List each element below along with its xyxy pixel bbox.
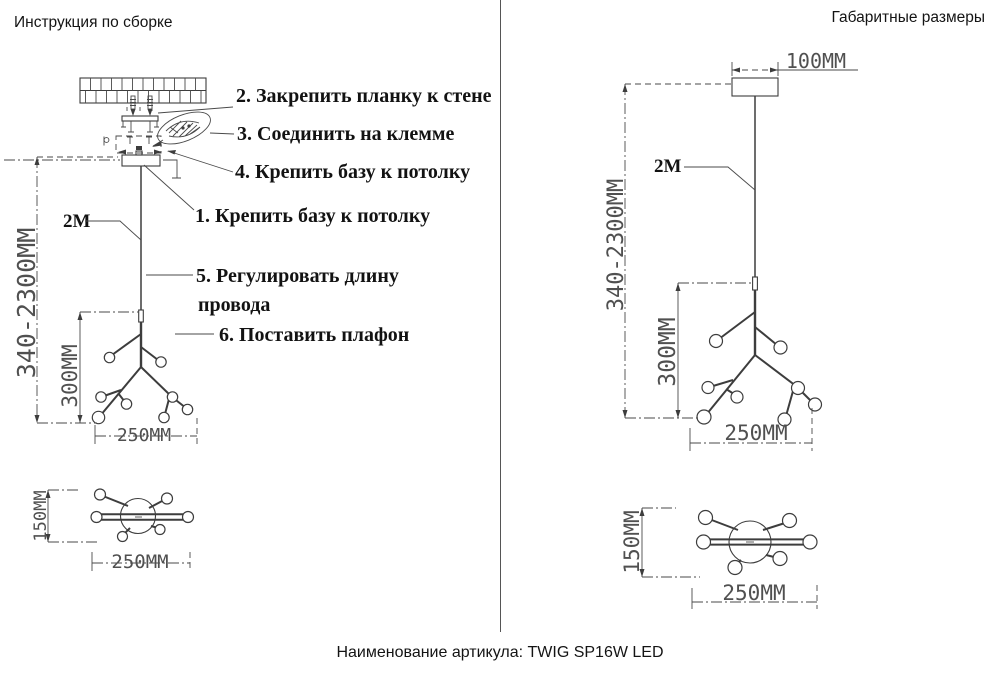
dimension-width-right: 250MM [689, 408, 813, 451]
step-5-label-line2: провода [198, 294, 270, 316]
dimensions-diagram: 100MM 2M [604, 49, 858, 609]
dimension-drop-right: 340-2300MM [604, 83, 731, 419]
dim-top-width-right: 250MM [722, 581, 785, 605]
step-labels: 2. Закрепить планку к стене 3. Соединить… [195, 85, 492, 346]
dim-drop-right: 340-2300MM [604, 179, 629, 311]
chandelier-side-view [91, 333, 194, 425]
terminal-block-sketch [152, 111, 211, 147]
cord-label-left: 2M [63, 211, 91, 232]
cord-length-left: 2M [63, 211, 142, 241]
dim-width-right: 250MM [724, 421, 787, 445]
dimension-top-width-right: 250MM [691, 581, 818, 609]
dim-canopy-right: 100MM [786, 49, 846, 73]
top-view-right [695, 509, 818, 576]
suspension-rod [138, 166, 144, 367]
dim-top-height-right: 150MM [620, 510, 644, 573]
step-2-label: 2. Закрепить планку к стене [236, 85, 492, 107]
step-6-label: 6. Поставить плафон [219, 324, 409, 346]
cord-length-right: 2M [654, 156, 756, 191]
step-3-label: 3. Соединить на клемме [237, 123, 455, 145]
dim-body-right: 300MM [655, 317, 681, 386]
step-leaders [143, 106, 235, 335]
dimension-top-width-left: 250MM [91, 551, 191, 573]
ceiling-base [103, 135, 162, 155]
dim-top-width-left: 250MM [111, 551, 168, 573]
dim-drop-left: 340-2300MM [12, 228, 41, 379]
suspension-rod-right [752, 96, 758, 355]
dimension-body-left: 300MM [58, 311, 139, 423]
article-caption: Наименование артикула: TWIG SP16W LED [336, 644, 664, 661]
step-1-label: 1. Крепить базу к потолку [195, 205, 430, 227]
brick-wall [79, 77, 207, 104]
assembly-diagram: 340-2300MM 300MM 250MM 2M [4, 77, 492, 573]
dim-top-height-left: 150MM [31, 490, 51, 541]
dim-width-left: 250MM [117, 425, 171, 446]
dimension-body-right: 300MM [655, 282, 752, 418]
canopy-right: 100MM [731, 49, 858, 97]
dim-body-left: 300MM [58, 344, 82, 407]
mounting-strap [121, 107, 159, 133]
cord-label-right: 2M [654, 156, 682, 177]
dimension-top-height-right: 150MM [620, 507, 700, 578]
left-panel-title: Инструкция по сборке [14, 14, 173, 31]
right-panel-title: Габаритные размеры [831, 9, 985, 26]
chandelier-side-view-right [696, 311, 823, 427]
step-4-label: 4. Крепить базу к потолку [235, 161, 470, 183]
dimension-width-left: 250MM [94, 418, 198, 446]
top-view-left [90, 488, 195, 543]
dimension-drop-left: 340-2300MM [12, 156, 118, 424]
anchor-bolts [130, 95, 153, 116]
dimension-top-height-left: 150MM [31, 489, 98, 543]
step-5-label: 5. Регулировать длину [196, 265, 399, 287]
